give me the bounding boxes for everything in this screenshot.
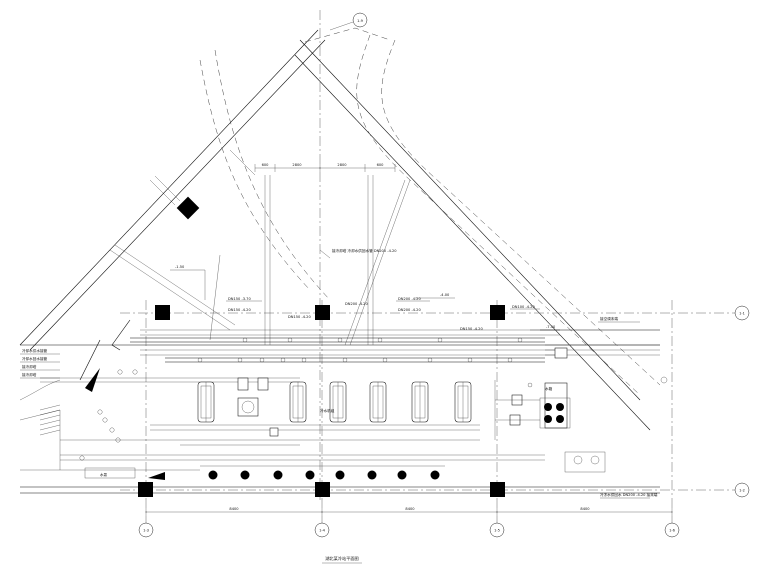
axis-label-4: 1-6	[669, 529, 676, 533]
axis-top-label: 1-9	[357, 19, 364, 23]
grid-axes: 1-3 1-4 1-5 1-6 1-1 1-2 8400 8400 8400	[138, 300, 750, 538]
elev-mid: -4.00	[440, 293, 450, 297]
dim-top-4: 600	[377, 163, 385, 167]
pipe-label-6: DN200 -4.20	[398, 308, 421, 312]
dim-top-3: 2800	[337, 163, 347, 167]
columns	[138, 196, 505, 497]
left-note-1: 冷却水供水接管	[22, 348, 48, 353]
chiller-6	[454, 381, 472, 423]
elev-left: -1.50	[175, 265, 185, 269]
drawing-caption: 湖北某冷站平面图	[325, 555, 359, 562]
pipe-labels: DN150 -3.70 DN150 -4.20 DN150 -4.20 DN20…	[226, 297, 540, 331]
dim-bottom-2: 8400	[405, 507, 415, 511]
chiller-3	[329, 381, 347, 423]
left-note-3: 接冷却塔	[22, 364, 37, 369]
pipe-label-5: DN200 -4.20	[398, 297, 421, 301]
pump-label: 水泵	[100, 472, 108, 477]
left-note-2: 冷却水回水接管	[22, 356, 48, 361]
axis-right-label-1: 1-1	[739, 312, 745, 316]
axis-label-3: 1-5	[494, 529, 500, 533]
tank-label: 水箱	[545, 386, 553, 391]
right-note: 接空调末端	[600, 316, 618, 321]
header-valves	[197, 337, 523, 363]
pump-row: 水泵	[100, 444, 445, 480]
elev-right: -7.50	[546, 325, 556, 329]
dim-top-1: 600	[262, 163, 270, 167]
left-diagonal-details	[109, 149, 256, 331]
axis-label-1: 1-3	[143, 529, 149, 533]
pipe-label-1: DN150 -3.70	[228, 297, 251, 301]
dim-top-2: 2800	[292, 163, 302, 167]
main-headers	[40, 337, 545, 471]
pipe-label-4: DN200 -4.20	[345, 302, 368, 306]
chiller-1	[197, 381, 215, 423]
chiller-4	[369, 381, 387, 423]
chiller-2	[289, 381, 307, 423]
elevations: -1.50 -4.00 -7.50	[170, 265, 560, 331]
left-note-4: 接冷却塔	[22, 372, 37, 377]
pipe-label-2: DN150 -4.20	[228, 308, 251, 312]
chiller-label: 冷水机组	[320, 408, 335, 413]
chiller-5	[411, 381, 429, 423]
dim-bottom-1: 8400	[229, 507, 239, 511]
site-outline: 1-9	[19, 10, 661, 500]
room-walls	[20, 312, 740, 494]
chiller-units: 冷水机组	[197, 377, 472, 437]
pipe-label-3: DN150 -4.20	[288, 315, 311, 319]
bottom-note: 冷冻水供回水 DN200 -4.20 接末端	[600, 492, 658, 497]
risers: 600 2800 2800 600 接冷却塔 冷却水供回水管 DN200 -4.…	[209, 163, 411, 346]
right-equipment: 水箱 接空调末端 冷冻水供回水 DN200 -4.20 接末端	[494, 316, 668, 499]
pipe-label-7: DN150 -4.20	[460, 327, 483, 331]
axis-right-label-2: 1-2	[739, 489, 745, 493]
axis-label-2: 1-4	[319, 529, 326, 533]
pipe-label-8: DN100 -4.20	[512, 305, 535, 309]
note-center: 接冷却塔 冷却水供回水管 DN200 -4.20	[332, 248, 397, 253]
left-entry: 冷却水供水接管 冷却水回水接管 接冷却塔 接冷却塔	[19, 319, 165, 480]
caption: 湖北某冷站平面图	[322, 555, 362, 564]
dim-bottom-3: 8400	[580, 507, 590, 511]
